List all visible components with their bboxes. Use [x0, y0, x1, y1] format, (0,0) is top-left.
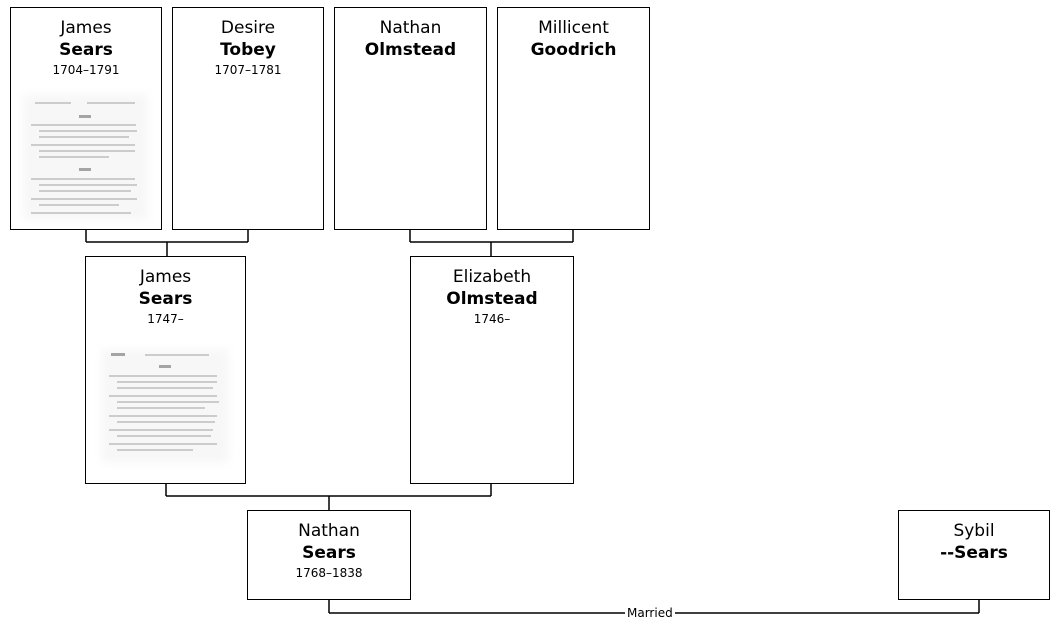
person-card-nathan-olmstead[interactable]: Nathan Olmstead [334, 7, 487, 230]
life-dates: 1746– [473, 312, 511, 326]
surname: Olmstead [364, 40, 457, 60]
given-name: James [139, 267, 192, 287]
surname: Tobey [220, 40, 276, 60]
person-card-millicent-goodrich[interactable]: Millicent Goodrich [497, 7, 650, 230]
given-name: James [60, 18, 112, 38]
surname: Goodrich [530, 40, 617, 60]
given-name: Desire [220, 18, 276, 38]
document-thumbnail[interactable] [95, 343, 235, 469]
given-name: Millicent [538, 18, 609, 38]
surname: Sears [138, 289, 193, 309]
person-card-james-sears-1704[interactable]: James Sears 1704–1791 [10, 7, 162, 230]
life-dates: 1768–1838 [295, 566, 363, 580]
document-thumbnail[interactable] [17, 88, 154, 226]
given-name: Sybil [953, 521, 995, 541]
surname: Olmstead [446, 289, 538, 309]
life-dates: 1704–1791 [52, 63, 120, 77]
person-card-elizabeth-olmstead[interactable]: Elizabeth Olmstead 1746– [410, 256, 574, 484]
given-name: Nathan [298, 521, 360, 541]
surname: Sears [59, 40, 113, 60]
marriage-label: Married [625, 606, 675, 620]
given-name: Nathan [379, 18, 442, 38]
given-name: Elizabeth [452, 267, 532, 287]
life-dates: 1747– [147, 312, 184, 326]
surname: --Sears [940, 543, 1008, 563]
person-card-nathan-sears[interactable]: Nathan Sears 1768–1838 [247, 510, 411, 600]
person-card-sybil-sears[interactable]: Sybil --Sears [898, 510, 1050, 600]
surname: Sears [302, 543, 356, 563]
life-dates: 1707–1781 [214, 63, 282, 77]
person-card-james-sears-1747[interactable]: James Sears 1747– [85, 256, 246, 484]
person-card-desire-tobey[interactable]: Desire Tobey 1707–1781 [172, 7, 324, 230]
